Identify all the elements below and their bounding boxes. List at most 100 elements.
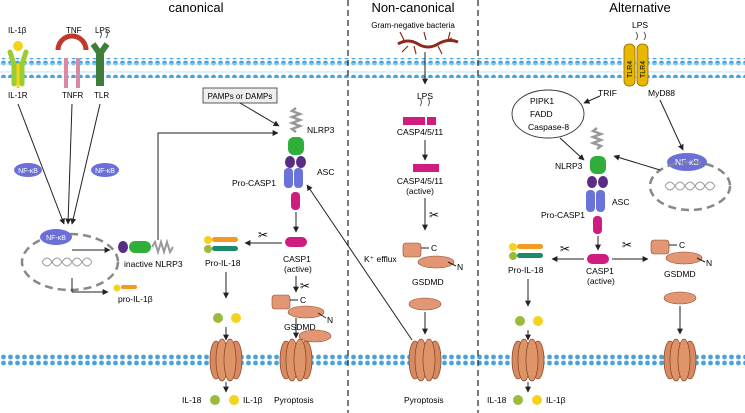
- label-tlr: TLR: [94, 91, 109, 100]
- out-il1b-dot-canonical: [229, 395, 239, 405]
- header-noncanonical: Non-canonical: [371, 0, 454, 15]
- label-pro-il1b: pro-IL-1β: [118, 294, 153, 304]
- pro-il1b-bar: [121, 285, 137, 289]
- label-trif: TRIF: [598, 88, 617, 98]
- label-lps-alternative: LPS: [632, 20, 648, 30]
- label-c-canonical: C: [300, 295, 306, 305]
- pore-alternative-left: [511, 338, 545, 382]
- label-casp4511: CASP4/5/11: [397, 127, 443, 137]
- il1r-receptor: [7, 49, 29, 88]
- gsdmd-full-noncanonical: [402, 242, 457, 269]
- casp4511-inactive-small: [427, 117, 436, 125]
- scissors-il18-alternative: ✂: [560, 242, 570, 256]
- pro-il18-bar-teal: [212, 246, 238, 251]
- tnfr-receptor: [55, 33, 89, 88]
- dna-alternative: [664, 181, 716, 191]
- alternative-section: LPS TLR4 TLR4 TRIF MyD88 PIPK1 FADD Casp…: [487, 20, 732, 405]
- label-il1r: IL-1R: [8, 91, 28, 100]
- label-lps: LPS: [95, 26, 110, 35]
- label-pyroptosis-canonical: Pyroptosis: [274, 395, 314, 405]
- pore-canonical-right: [279, 338, 313, 382]
- pro-il18-bar-teal-alt: [517, 253, 543, 258]
- label-c-alternative: C: [679, 240, 685, 250]
- inactive-nlrp3-shape: [118, 238, 174, 256]
- label-n-alternative: N: [706, 258, 712, 268]
- label-tlr4-b: TLR4: [640, 61, 647, 78]
- label-out-il1b-alternative: IL-1β: [546, 395, 566, 405]
- scissors-gsdmd-canonical: ✂: [300, 279, 310, 293]
- label-procasp1-canonical: Pro-CASP1: [232, 178, 276, 188]
- label-casp1-canonical: CASP1: [283, 254, 311, 264]
- nfkb-nuclear: [40, 229, 72, 245]
- nucleus-canonical: [20, 232, 120, 292]
- casp1-active-alternative: [587, 254, 609, 264]
- label-nfkb-b: NF-κB: [95, 168, 115, 175]
- label-asc-canonical: ASC: [317, 167, 334, 177]
- header-alternative: Alternative: [609, 0, 670, 15]
- lps-squiggle: [99, 29, 108, 39]
- out-il1b-dot-alternative: [532, 395, 542, 405]
- noncanonical-section: Gram-negative bacteria LPS CASP4/5/11 CA…: [306, 21, 463, 405]
- gsdmd-n-canonical: [298, 329, 332, 343]
- ripk1-complex: [511, 89, 585, 139]
- mature-il18-canonical: [213, 313, 223, 323]
- gsdmd-n-noncanonical: [408, 297, 442, 311]
- il1b-dot-pro-alt: [509, 243, 517, 251]
- scissors-gsdmd-alternative: ✂: [622, 238, 632, 252]
- il1b-dot-pro: [204, 236, 212, 244]
- label-out-il1b-canonical: IL-1β: [243, 395, 263, 405]
- label-nlrp3-canonical: NLRP3: [307, 125, 335, 135]
- out-il18-dot-canonical: [210, 395, 220, 405]
- out-il18-dot-alternative: [513, 395, 523, 405]
- label-n-canonical: N: [327, 315, 333, 325]
- canonical-section: IL-1β TNF LPS IL-1R TNFR TLR NF-κB NF-κB: [7, 26, 335, 405]
- mature-il1b-alternative: [533, 316, 543, 326]
- label-casp4511-active-1: CASP4/5/11: [397, 176, 443, 186]
- label-nfkb-nuclear: NF-κB: [46, 235, 66, 242]
- label-casp1-alternative: CASP1: [586, 266, 614, 276]
- pore-alternative-right: [663, 338, 697, 382]
- gsdmd-full-canonical: [271, 294, 327, 319]
- label-tnf: TNF: [66, 26, 82, 35]
- casp1-active-canonical: [285, 237, 307, 247]
- nfkb-cytosol-a: [14, 163, 42, 177]
- label-k-efflux: K⁺ efflux: [364, 254, 397, 264]
- label-pamps: PAMPs or DAMPs: [208, 92, 273, 101]
- label-casp1-active-canonical: (active): [284, 264, 312, 274]
- scissors-noncanonical: ✂: [429, 208, 439, 222]
- scissors-il18-canonical: ✂: [258, 228, 268, 242]
- il1b-ligand: [13, 41, 23, 51]
- label-asc-alternative: ASC: [612, 197, 629, 207]
- label-myd88: MyD88: [648, 88, 675, 98]
- label-c-noncanonical: C: [431, 243, 437, 253]
- inflammasome-canonical: [284, 107, 306, 210]
- label-casp1-active-alternative: (active): [587, 276, 615, 286]
- label-pyroptosis-noncanonical: Pyroptosis: [404, 395, 444, 405]
- label-nlrp3-alternative: NLRP3: [555, 161, 583, 171]
- inflammasome-alternative: [586, 127, 608, 234]
- label-out-il18-alternative: IL-18: [487, 395, 507, 405]
- label-inactive-nlrp3: inactive NLRP3: [124, 259, 183, 269]
- pro-il18-bar-orange-alt: [517, 244, 543, 249]
- label-tlr4-a: TLR4: [627, 61, 634, 78]
- label-fadd: FADD: [530, 109, 553, 119]
- label-out-il18-canonical: IL-18: [182, 395, 202, 405]
- label-nfkb-a: NF-κB: [18, 168, 38, 175]
- label-pro-il18-canonical: Pro-IL-18: [205, 258, 241, 268]
- label-il1b: IL-1β: [8, 26, 27, 35]
- tlr4-dimer: [623, 43, 649, 87]
- bacteria-icon: [397, 31, 459, 55]
- label-gsdmd-alternative: GSDMD: [664, 269, 696, 279]
- nfkb-cytosol-b: [91, 163, 119, 177]
- mature-il1b-canonical: [231, 313, 241, 323]
- label-tnfr: TNFR: [62, 91, 84, 100]
- casp4511-inactive: [403, 117, 425, 125]
- label-bacteria: Gram-negative bacteria: [371, 21, 455, 30]
- gsdmd-full-alternative: [650, 239, 706, 265]
- dna-canonical: [41, 257, 93, 267]
- plasma-membrane-top: [0, 58, 745, 78]
- pore-noncanonical: [408, 338, 442, 382]
- il18-dot-pro: [204, 245, 212, 253]
- label-n-noncanonical: N: [457, 262, 463, 272]
